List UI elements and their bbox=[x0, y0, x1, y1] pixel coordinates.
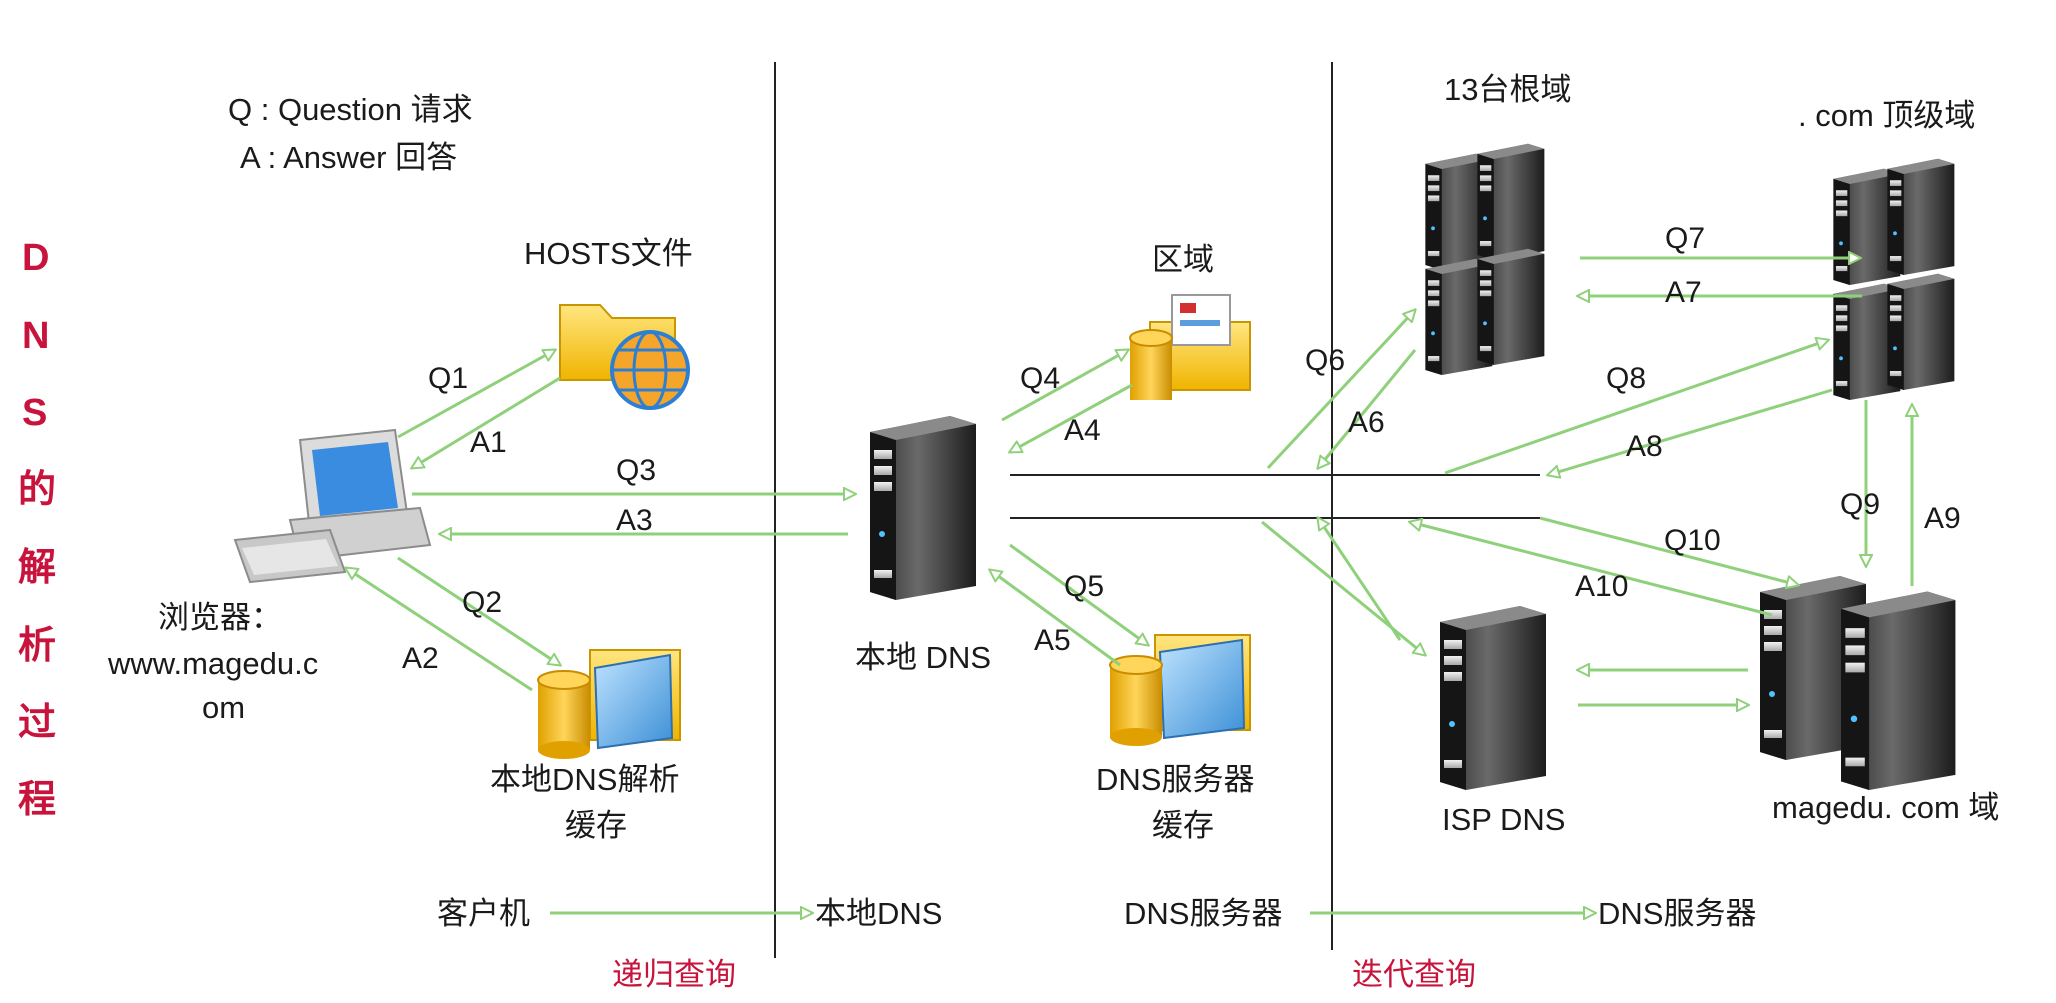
arrow-a5 bbox=[990, 570, 1121, 667]
local-dns-server-icon bbox=[870, 416, 976, 600]
side-title-char: S bbox=[22, 392, 47, 434]
label-q4: Q4 bbox=[1020, 362, 1060, 395]
arrow-q8 bbox=[1444, 340, 1828, 475]
iterative-query-label: 迭代查询 bbox=[1352, 957, 1476, 992]
bottom-client-label: 客户机 bbox=[437, 896, 530, 931]
label-a4: A4 bbox=[1064, 414, 1101, 447]
label-q6: Q6 bbox=[1305, 344, 1345, 377]
isp-dns-server-icon bbox=[1440, 606, 1546, 790]
label-q2: Q2 bbox=[462, 586, 502, 619]
label-a1: A1 bbox=[470, 426, 507, 459]
side-title-char: 解 bbox=[18, 547, 56, 589]
dns-cache-label-1: DNS服务器 bbox=[1096, 762, 1254, 797]
side-title-char: 过 bbox=[18, 702, 56, 744]
local-cache-label-1: 本地DNS解析 bbox=[490, 762, 679, 797]
side-title: D N S 的 解 析 过 程 bbox=[18, 237, 56, 821]
label-q9: Q9 bbox=[1840, 488, 1880, 521]
label-a5: A5 bbox=[1034, 624, 1071, 657]
label-a8: A8 bbox=[1626, 430, 1663, 463]
magedu-domain-servers-icon bbox=[1760, 576, 1956, 790]
side-title-char: 析 bbox=[18, 625, 56, 667]
arrow-q1 bbox=[397, 350, 555, 439]
legend-answer: A : Answer 回答 bbox=[240, 140, 457, 175]
arrow-q4 bbox=[1001, 350, 1128, 422]
arrow-local-to-isp bbox=[1261, 520, 1425, 655]
label-a6: A6 bbox=[1348, 406, 1385, 439]
label-q7: Q7 bbox=[1665, 222, 1705, 255]
label-a10: A10 bbox=[1575, 570, 1628, 603]
label-a7: A7 bbox=[1665, 276, 1702, 309]
browser-label: 浏览器： bbox=[158, 600, 282, 635]
side-title-char: 程 bbox=[18, 779, 56, 821]
side-title-char: D bbox=[22, 237, 49, 279]
label-a2: A2 bbox=[402, 642, 439, 675]
magedu-domain-label: magedu. com 域 bbox=[1772, 790, 1999, 825]
root-label: 13台根域 bbox=[1444, 72, 1571, 107]
hosts-label: HOSTS文件 bbox=[524, 236, 693, 271]
client-computer-icon bbox=[233, 428, 432, 584]
arrows bbox=[346, 258, 1912, 913]
label-a3: A3 bbox=[616, 504, 653, 537]
hosts-file-icon bbox=[559, 304, 690, 410]
arrow-q6 bbox=[1266, 310, 1415, 470]
local-cache-label-2: 缓存 bbox=[565, 808, 627, 843]
label-q3: Q3 bbox=[616, 454, 656, 487]
browser-url-1: www.magedu.c bbox=[107, 646, 318, 681]
label-q1: Q1 bbox=[428, 362, 468, 395]
arrow-a1 bbox=[412, 376, 561, 468]
local-dns-cache-icon bbox=[537, 649, 681, 759]
root-servers-icon bbox=[1425, 143, 1545, 375]
zone-label: 区域 bbox=[1152, 242, 1214, 277]
arrow-a8 bbox=[1548, 388, 1833, 475]
isp-dns-label: ISP DNS bbox=[1442, 802, 1565, 837]
arrow-a2 bbox=[346, 568, 533, 692]
bottom-dns-server-to-label: DNS服务器 bbox=[1598, 896, 1756, 931]
com-tld-label: . com 顶级域 bbox=[1798, 98, 1975, 133]
label-q5: Q5 bbox=[1064, 570, 1104, 603]
arrow-isp-to-local bbox=[1318, 518, 1402, 641]
browser-url-2: om bbox=[202, 690, 245, 725]
arrow-q2 bbox=[397, 556, 560, 665]
zone-icon bbox=[1129, 294, 1251, 400]
bottom-local-dns-label: 本地DNS bbox=[815, 896, 942, 931]
legend-question: Q : Question 请求 bbox=[228, 92, 473, 127]
local-dns-label: 本地 DNS bbox=[855, 640, 991, 675]
com-tld-servers-icon bbox=[1833, 158, 1955, 400]
side-title-char: N bbox=[22, 315, 49, 357]
arrow-a10 bbox=[1410, 522, 1773, 617]
dns-server-cache-icon bbox=[1109, 634, 1251, 746]
arrow-q5 bbox=[1009, 543, 1148, 645]
label-a9: A9 bbox=[1924, 502, 1961, 535]
label-q10: Q10 bbox=[1664, 524, 1721, 557]
arrow-a4 bbox=[1010, 383, 1133, 452]
arrow-a6 bbox=[1318, 349, 1417, 468]
arrow-q10 bbox=[1539, 516, 1798, 585]
dns-cache-label-2: 缓存 bbox=[1152, 808, 1214, 843]
recursive-query-label: 递归查询 bbox=[612, 957, 736, 992]
bottom-dns-server-from-label: DNS服务器 bbox=[1124, 896, 1282, 931]
label-q8: Q8 bbox=[1606, 362, 1646, 395]
side-title-char: 的 bbox=[18, 469, 56, 511]
